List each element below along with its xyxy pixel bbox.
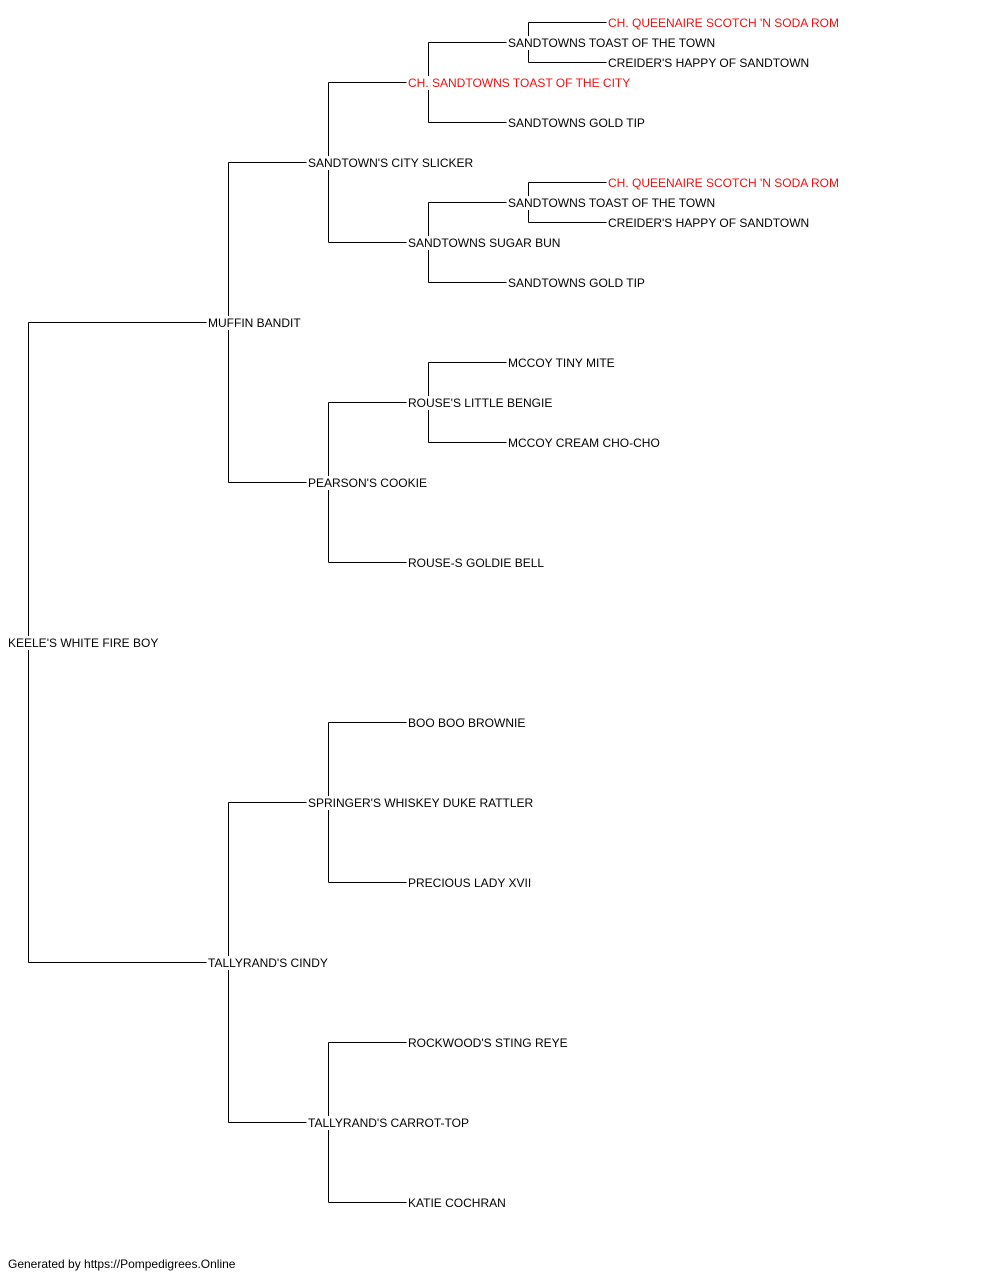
dog-name-sandtowns-sugar-bun: SANDTOWNS SUGAR BUN: [407, 236, 562, 250]
dog-name-ch-queenaire-scotch-n-soda-rom: CH. QUEENAIRE SCOTCH 'N SODA ROM: [607, 16, 840, 30]
dog-name-springer-s-whiskey-duke-rattler: SPRINGER'S WHISKEY DUKE RATTLER: [307, 796, 535, 810]
dog-name-katie-cochran: KATIE COCHRAN: [407, 1196, 507, 1210]
dog-name-mccoy-tiny-mite: MCCOY TINY MITE: [507, 356, 616, 370]
dog-name-precious-lady-xvii: PRECIOUS LADY XVII: [407, 876, 533, 890]
dog-name-muffin-bandit: MUFFIN BANDIT: [207, 316, 302, 330]
dog-name-ch-sandtowns-toast-of-the-city: CH. SANDTOWNS TOAST OF THE CITY: [407, 76, 632, 90]
dog-name-sandtowns-gold-tip: SANDTOWNS GOLD TIP: [507, 276, 646, 290]
dog-name-sandtowns-gold-tip: SANDTOWNS GOLD TIP: [507, 116, 646, 130]
dog-name-boo-boo-brownie: BOO BOO BROWNIE: [407, 716, 527, 730]
dog-name-ch-queenaire-scotch-n-soda-rom: CH. QUEENAIRE SCOTCH 'N SODA ROM: [607, 176, 840, 190]
dog-name-rouse-s-goldie-bell: ROUSE-S GOLDIE BELL: [407, 556, 546, 570]
dog-name-pearson-s-cookie: PEARSON'S COOKIE: [307, 476, 428, 490]
generated-by-footer: Generated by https://Pompedigrees.Online: [8, 1257, 236, 1271]
dog-name-sandtowns-toast-of-the-town: SANDTOWNS TOAST OF THE TOWN: [507, 36, 717, 50]
dog-name-mccoy-cream-cho-cho: MCCOY CREAM CHO-CHO: [507, 436, 661, 450]
dog-name-keele-s-white-fire-boy: KEELE'S WHITE FIRE BOY: [7, 636, 160, 650]
dog-name-creider-s-happy-of-sandtown: CREIDER'S HAPPY OF SANDTOWN: [607, 216, 811, 230]
dog-name-tallyrand-s-carrot-top: TALLYRAND'S CARROT-TOP: [307, 1116, 470, 1130]
dog-name-sandtown-s-city-slicker: SANDTOWN'S CITY SLICKER: [307, 156, 475, 170]
dog-name-creider-s-happy-of-sandtown: CREIDER'S HAPPY OF SANDTOWN: [607, 56, 811, 70]
dog-name-sandtowns-toast-of-the-town: SANDTOWNS TOAST OF THE TOWN: [507, 196, 717, 210]
dog-name-tallyrand-s-cindy: TALLYRAND'S CINDY: [207, 956, 329, 970]
dog-name-rockwood-s-sting-reye: ROCKWOOD'S STING REYE: [407, 1036, 569, 1050]
dog-name-rouse-s-little-bengie: ROUSE'S LITTLE BENGIE: [407, 396, 554, 410]
